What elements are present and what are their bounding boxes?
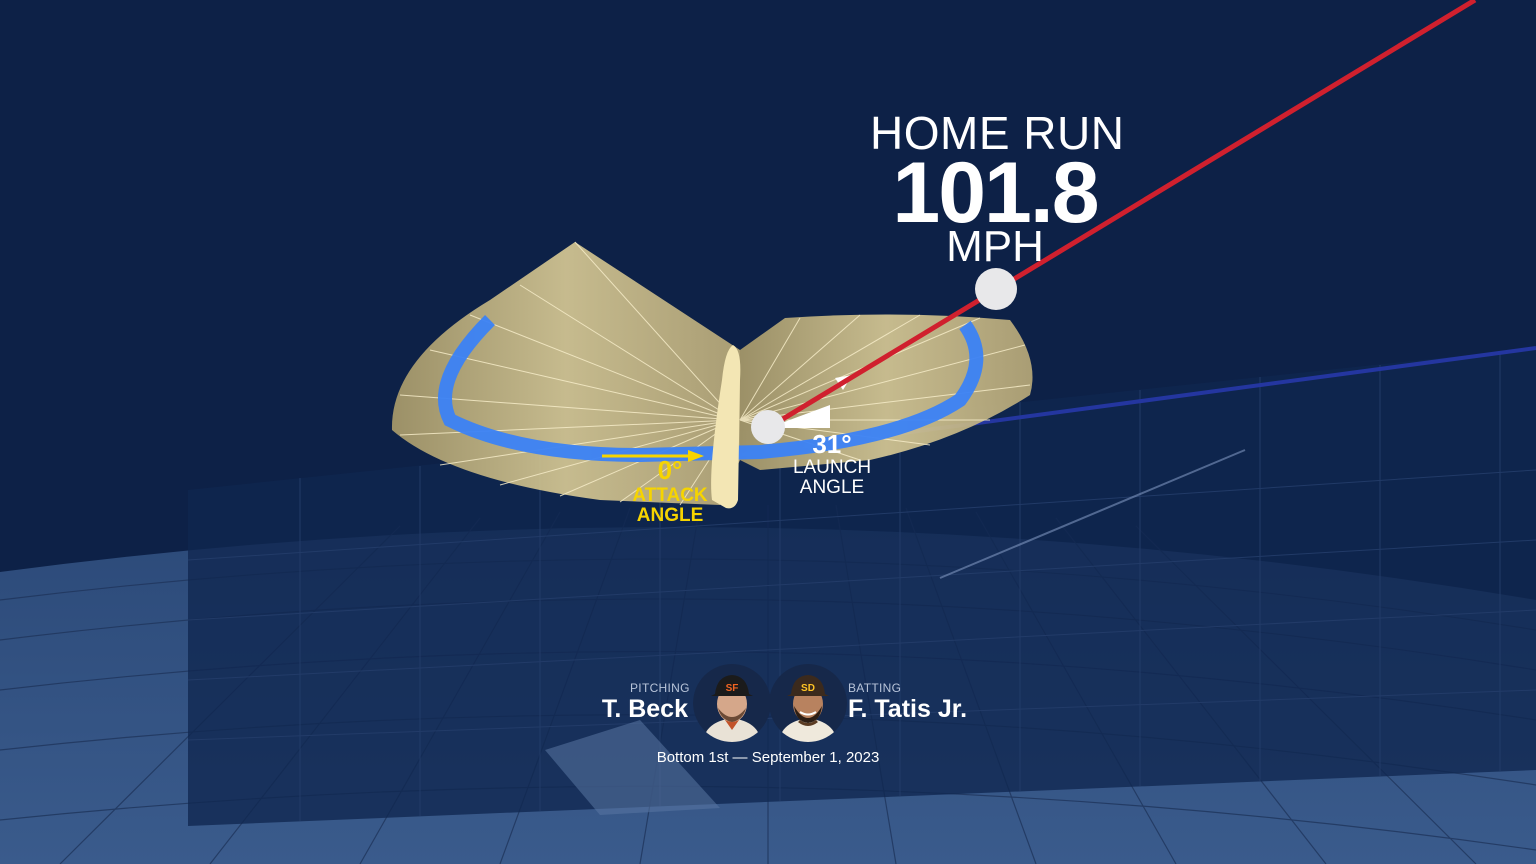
launch-angle-label-line2: ANGLE	[799, 477, 865, 498]
pitcher-avatar: SF	[693, 664, 771, 742]
launch-angle-value: 31°	[812, 429, 852, 459]
attack-angle-arrow	[602, 450, 704, 462]
sd-padres-cap-icon	[787, 675, 829, 696]
batter-role-label: BATTING	[848, 681, 902, 695]
ball-trajectory-line	[766, 0, 1477, 431]
attack-angle-label-line2: ANGLE	[636, 505, 704, 526]
svg-text:SD: SD	[801, 683, 815, 694]
attack-angle-label-line1: ATTACK	[632, 485, 708, 506]
batter-avatar: SD	[769, 664, 847, 742]
launch-angle-label-line1: LAUNCH	[792, 457, 872, 478]
exit-velocity-unit: MPH	[946, 222, 1044, 271]
pitcher-name: T. Beck	[601, 695, 688, 723]
baseball-contact	[751, 410, 785, 444]
svg-text:SF: SF	[726, 683, 739, 694]
sf-giants-cap-icon	[711, 675, 753, 696]
hit-result-label: HOME RUN	[870, 107, 1125, 159]
attack-angle-label: ATTACK ANGLE	[610, 486, 730, 526]
pitcher-role-label: PITCHING	[630, 681, 690, 695]
exit-velocity-value: 101.8	[892, 145, 1099, 241]
attack-angle-value: 0°	[657, 455, 683, 485]
swing-plane	[391, 241, 1033, 509]
baseball-flight	[975, 268, 1017, 310]
game-info: Bottom 1st — September 1, 2023	[656, 749, 880, 766]
batter-name: F. Tatis Jr.	[848, 695, 968, 723]
launch-angle-label: LAUNCH ANGLE	[772, 458, 892, 498]
